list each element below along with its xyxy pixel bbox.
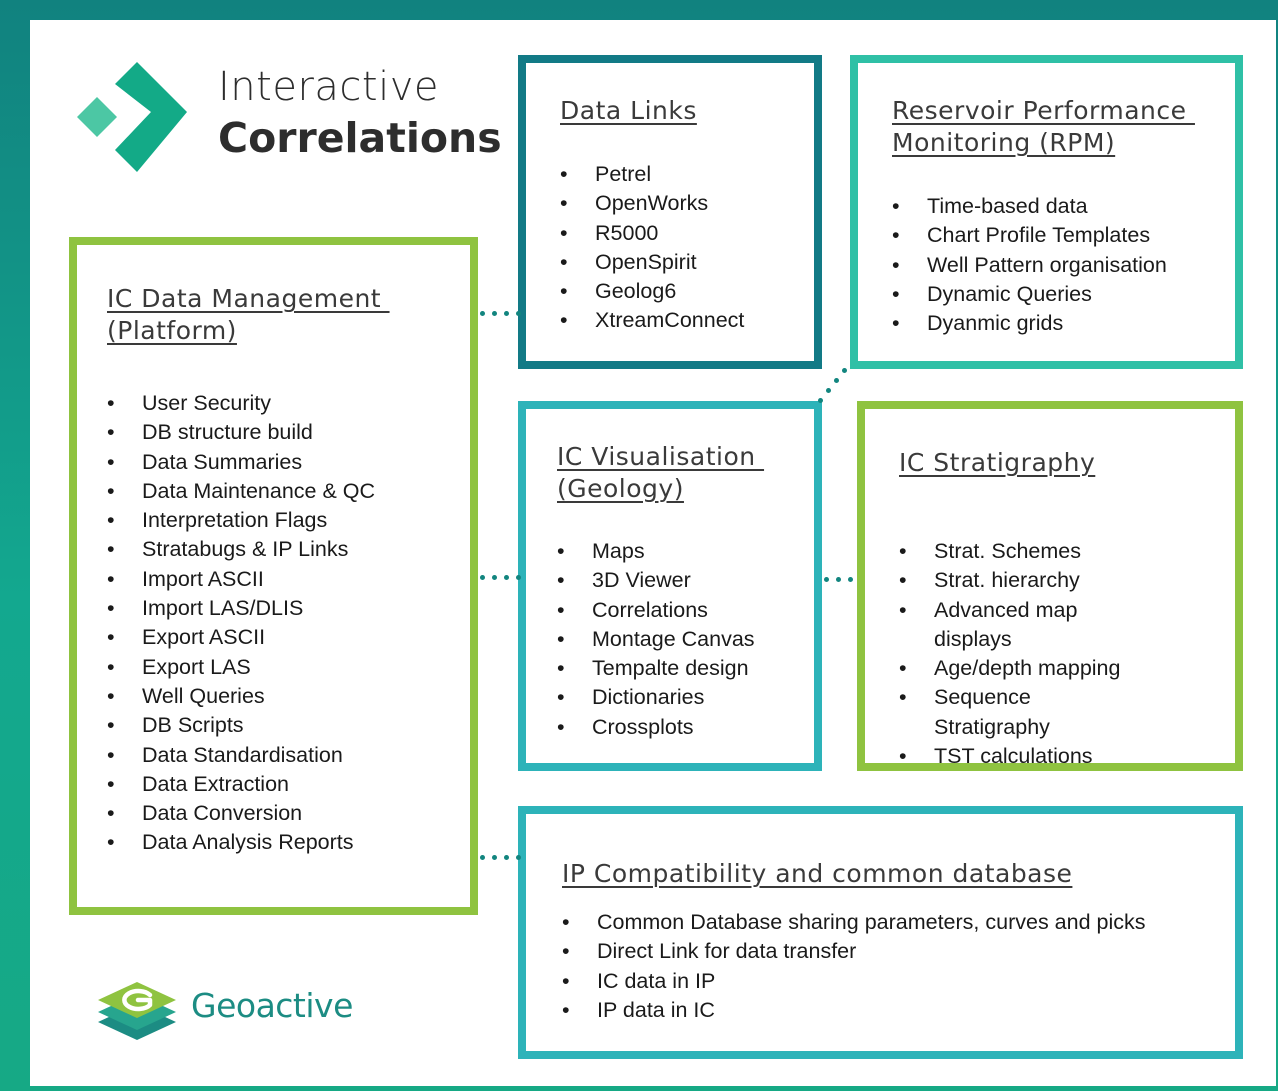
list-item: Petrel [560, 160, 820, 190]
ip-compatibility-title: IP Compatibility and common database [562, 859, 1073, 888]
list-item: Sequence Stratigraphy [899, 683, 1149, 742]
product-name-line2: Correlations [218, 114, 502, 162]
list-item: OpenSpirit [560, 248, 820, 278]
list-item: Export ASCII [107, 623, 467, 653]
stratigraphy-list: Strat. Schemes Strat. hierarchy Advanced… [899, 537, 1149, 772]
rpm-title: Reservoir Performance Monitoring (RPM) [892, 96, 1187, 157]
list-item: Direct Link for data transfer [562, 937, 1242, 967]
list-item: Dyanmic grids [892, 309, 1232, 339]
list-item: Maps [557, 537, 822, 567]
rpm-list: Time-based data Chart Profile Templates … [892, 192, 1232, 339]
list-item: Strat. hierarchy [899, 566, 1149, 596]
data-management-box: IC Data Management (Platform) User Secur… [69, 237, 478, 915]
list-item: Strat. Schemes [899, 537, 1149, 567]
list-item: Time-based data [892, 192, 1232, 222]
visualisation-box: IC Visualisation (Geology) Maps 3D Viewe… [518, 401, 822, 771]
list-item: Export LAS [107, 653, 467, 683]
list-item: Stratabugs & IP Links [107, 535, 467, 565]
list-item: Well Pattern organisation [892, 251, 1232, 281]
stratigraphy-title: IC Stratigraphy [899, 448, 1096, 477]
list-item: DB structure build [107, 418, 467, 448]
list-item: XtreamConnect [560, 306, 820, 336]
list-item: 3D Viewer [557, 566, 822, 596]
data-management-list: User Security DB structure build Data Su… [107, 389, 467, 858]
visualisation-title: IC Visualisation (Geology) [557, 442, 756, 503]
data-links-box: Data Links Petrel OpenWorks R5000 OpenSp… [518, 55, 822, 369]
list-item: Interpretation Flags [107, 506, 467, 536]
geoactive-logo-icon [98, 982, 176, 1040]
company-wordmark: Geoactive [191, 986, 353, 1025]
list-item: Data Maintenance & QC [107, 477, 467, 507]
list-item: Chart Profile Templates [892, 221, 1232, 251]
list-item: Advanced map displays [899, 596, 1149, 655]
list-item: Montage Canvas [557, 625, 822, 655]
list-item: Data Standardisation [107, 741, 467, 771]
list-item: IC data in IP [562, 967, 1242, 997]
list-item: Correlations [557, 596, 822, 626]
list-item: Data Conversion [107, 799, 467, 829]
list-item: Import ASCII [107, 565, 467, 595]
list-item: User Security [107, 389, 467, 419]
list-item: Data Summaries [107, 448, 467, 478]
list-item: Tempalte design [557, 654, 822, 684]
list-item: Well Queries [107, 682, 467, 712]
list-item: Age/depth mapping [899, 654, 1149, 684]
product-wordmark: Interactive Correlations [218, 62, 502, 164]
list-item: Common Database sharing parameters, curv… [562, 908, 1242, 938]
data-management-title: IC Data Management (Platform) [107, 284, 382, 345]
rpm-box: Reservoir Performance Monitoring (RPM) T… [850, 55, 1243, 369]
list-item: Dictionaries [557, 683, 822, 713]
visualisation-list: Maps 3D Viewer Correlations Montage Canv… [557, 537, 822, 742]
list-item: R5000 [560, 219, 820, 249]
list-item: Import LAS/DLIS [107, 594, 467, 624]
list-item: Data Analysis Reports [107, 828, 467, 858]
list-item: Dynamic Queries [892, 280, 1232, 310]
ip-compatibility-list: Common Database sharing parameters, curv… [562, 908, 1242, 1025]
list-item: DB Scripts [107, 711, 467, 741]
data-links-list: Petrel OpenWorks R5000 OpenSpirit Geolog… [560, 160, 820, 336]
list-item: Crossplots [557, 713, 822, 743]
product-name-line1: Interactive [218, 64, 439, 110]
list-item: TST calculations [899, 742, 1149, 772]
list-item: Geolog6 [560, 277, 820, 307]
list-item: IP data in IC [562, 996, 1242, 1026]
stratigraphy-box: IC Stratigraphy Strat. Schemes Strat. hi… [857, 401, 1243, 772]
list-item: Data Extraction [107, 770, 467, 800]
interactive-correlations-logo-icon [77, 62, 187, 172]
list-item: OpenWorks [560, 189, 820, 219]
data-links-title: Data Links [560, 96, 697, 125]
ip-compatibility-box: IP Compatibility and common database Com… [518, 806, 1243, 1059]
